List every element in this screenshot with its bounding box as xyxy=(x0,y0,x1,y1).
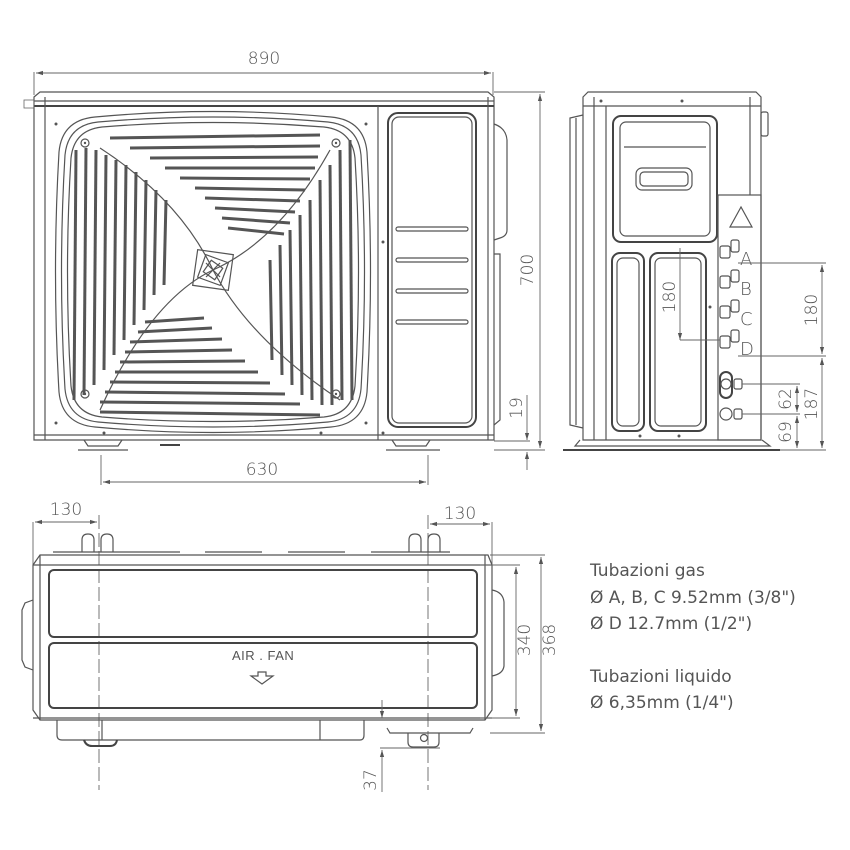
dim-inner-180: 180 xyxy=(660,281,680,313)
side-view: A B C D 180 180 62 69 187 xyxy=(563,91,826,451)
dim-69: 69 xyxy=(776,421,796,443)
top-view: 130 130 xyxy=(21,500,560,792)
gas-pipes-d: Ø D 12.7mm (1/2") xyxy=(590,614,753,634)
dim-depth-368: 368 xyxy=(540,624,560,656)
dim-depth-340: 340 xyxy=(515,624,535,656)
dim-187: 187 xyxy=(802,388,822,420)
dim-left-130: 130 xyxy=(50,500,82,520)
arrow-down-icon xyxy=(249,671,275,685)
dim-width-890: 890 xyxy=(248,49,280,69)
liquid-pipes-title: Tubazioni liquido xyxy=(590,666,732,687)
dim-foot-19: 19 xyxy=(507,397,527,419)
pipe-specifications: Tubazioni gas Ø A, B, C 9.52mm (3/8") Ø … xyxy=(590,558,796,717)
gas-pipes-title: Tubazioni gas xyxy=(590,561,705,581)
airflow-label: AIR . FAN xyxy=(232,648,295,663)
liquid-pipes-size: Ø 6,35mm (1/4") xyxy=(590,693,734,713)
fan-grill xyxy=(72,133,354,417)
dim-foot-37: 37 xyxy=(361,769,381,791)
dim-foot-spacing-630: 630 xyxy=(246,460,278,480)
dim-62: 62 xyxy=(776,388,796,410)
valve-stack xyxy=(719,239,743,421)
dim-right-130: 130 xyxy=(444,504,476,524)
dim-height-700: 700 xyxy=(518,254,538,286)
gas-pipes-abc: Ø A, B, C 9.52mm (3/8") xyxy=(590,587,796,608)
dim-outer-180: 180 xyxy=(802,294,822,326)
port-label-a: A xyxy=(740,249,752,270)
front-view: 890 xyxy=(23,49,545,485)
warning-triangle-icon xyxy=(728,205,754,228)
port-label-c: C xyxy=(740,309,753,330)
port-label-b: B xyxy=(740,279,752,300)
port-label-d: D xyxy=(740,339,754,360)
